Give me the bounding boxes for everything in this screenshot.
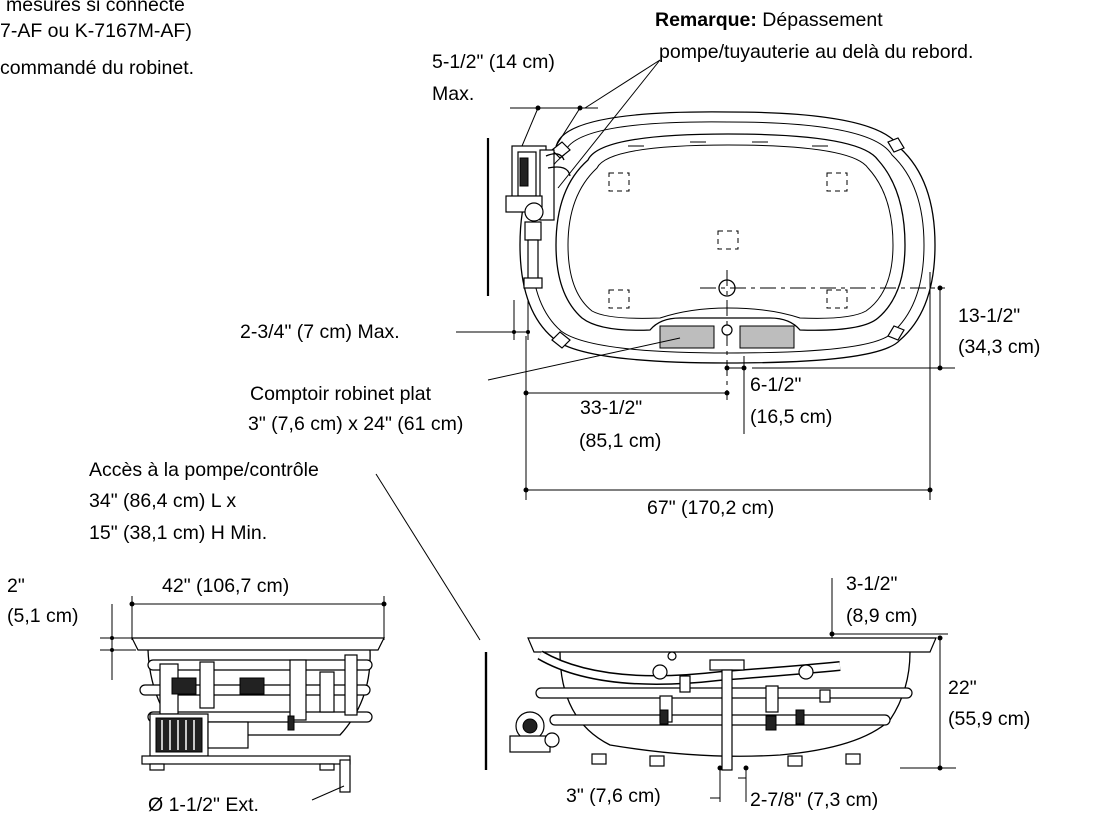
remark-note-line2: pompe/tuyauterie au delà du rebord. [659,41,974,63]
remark-label: Remarque: [655,9,757,31]
dim-drain-3in: 3" (7,6 cm) [566,785,661,807]
remark-note: Remarque: Dépassement [655,9,883,31]
access-height: 15" (38,1 cm) H Min. [89,522,268,544]
end-view-rim [131,637,385,651]
note-top-left-2: 7-AF ou K-7167M-AF) [0,20,192,42]
dim-drain-2-7-8: 2-7/8" (7,3 cm) [750,789,879,811]
dim-drain-y-cm: (34,3 cm) [958,336,1041,358]
dim-end-rim-cm: (5,1 cm) [7,605,79,627]
dim-drain-offset: 6-1/2" [750,374,802,396]
dim-length: 67" (170,2 cm) [647,497,775,519]
access-length: 34" (86,4 cm) L x [89,490,237,512]
dim-drain-y: 13-1/2" [958,305,1021,327]
dim-pump-max: 5-1/2" (14 cm) [432,51,555,73]
note-top-left-1: mesures si connecté [6,0,185,16]
dim-drain-offset-cm: (16,5 cm) [750,406,833,428]
remark-text: Dépassement [762,9,883,31]
drain-ext-label: Ø 1-1/2" Ext. [148,794,259,816]
faucet-pad-left [659,325,715,349]
dim-side-rim: 3-1/2" [846,573,898,595]
dim-side-rim-cm: (8,9 cm) [846,605,918,627]
dim-drain-x: 33-1/2" [580,397,643,419]
access-label: Accès à la pompe/contrôle [89,459,319,481]
dim-side-height: 22" [948,677,977,699]
faucet-deck-label: Comptoir robinet plat [250,383,432,405]
side-view-rim [527,637,937,653]
dim-pump-max-suffix: Max. [432,83,475,105]
side-pump [509,711,560,753]
end-view-drain-pipe [339,759,351,793]
side-view [287,578,956,802]
top-view [456,59,955,500]
pump-assembly-top [505,145,571,289]
dim-end-width: 42" (106,7 cm) [162,575,290,597]
end-view [100,473,488,801]
dim-side-height-cm: (55,9 cm) [948,708,1031,730]
faucet-deck-size: 3" (7,6 cm) x 24" (61 cm) [248,413,464,435]
bath-basin [555,133,906,331]
dim-end-rim: 2" [7,575,25,597]
faucet-pad-right [739,325,795,349]
note-top-left-3: commandé du robinet. [0,57,195,79]
dim-drain-x-cm: (85,1 cm) [579,430,662,452]
dim-side-max: 2-3/4" (7 cm) Max. [240,321,400,343]
